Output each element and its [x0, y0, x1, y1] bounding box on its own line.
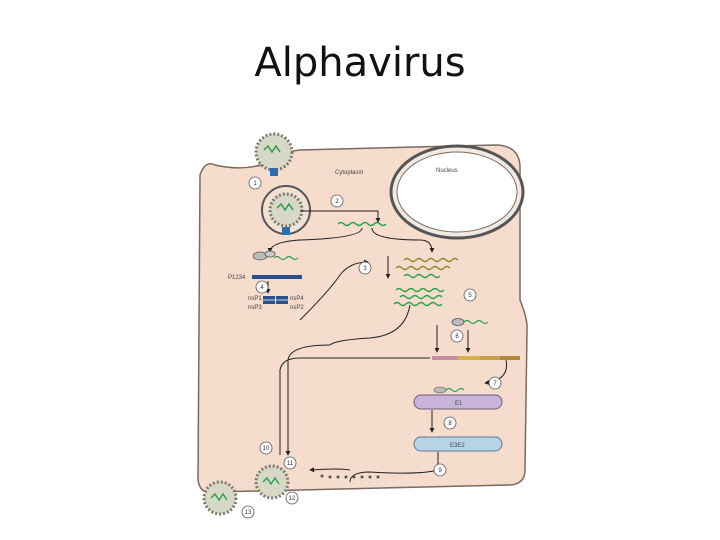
step-number-7: 7 [493, 381, 497, 387]
svg-text:nsP3: nsP3 [248, 305, 262, 311]
step-number-11: 11 [287, 461, 294, 467]
step-markers [241, 176, 502, 519]
step-number-9: 9 [438, 468, 442, 474]
er-label-top: E1 [455, 401, 463, 407]
er-label-bottom: E3E2 [450, 443, 465, 449]
virion-budding [254, 464, 290, 500]
virion-entering [254, 132, 294, 176]
step-number-13: 13 [245, 510, 252, 516]
polyprotein-bar [252, 275, 302, 279]
structural-polyprotein [432, 356, 520, 360]
step-number-10: 10 [263, 446, 270, 452]
cytoplasm-label: Cytoplasm [335, 170, 363, 176]
nucleus-label: Nucleus [436, 168, 458, 174]
ribosome-left [252, 250, 299, 261]
step-number-1: 1 [253, 181, 257, 187]
rna-replication-group [395, 257, 459, 279]
step-number-6: 6 [455, 334, 459, 340]
nsp-left-label: nsP1 [248, 296, 262, 302]
step-number-12: 12 [289, 496, 296, 502]
slide-title: Alphavirus [254, 40, 466, 86]
protein-left-label: P1234 [228, 275, 246, 281]
step-number-2: 2 [335, 199, 339, 205]
er-membrane-bottom [413, 436, 503, 452]
er-membrane-top [413, 386, 503, 410]
nsp-right-label: nsP4 [290, 296, 304, 302]
step-number-4: 4 [260, 285, 264, 291]
virion-released [202, 480, 238, 516]
svg-text:nsP2: nsP2 [290, 305, 304, 311]
rna-products-group [393, 287, 445, 307]
membrane-glycoproteins [320, 474, 380, 479]
virion-endosome [261, 185, 311, 235]
step-number-3: 3 [363, 266, 367, 272]
step-number-5: 5 [468, 293, 472, 299]
step-number-8: 8 [448, 421, 452, 427]
ribosome-right [451, 318, 489, 326]
